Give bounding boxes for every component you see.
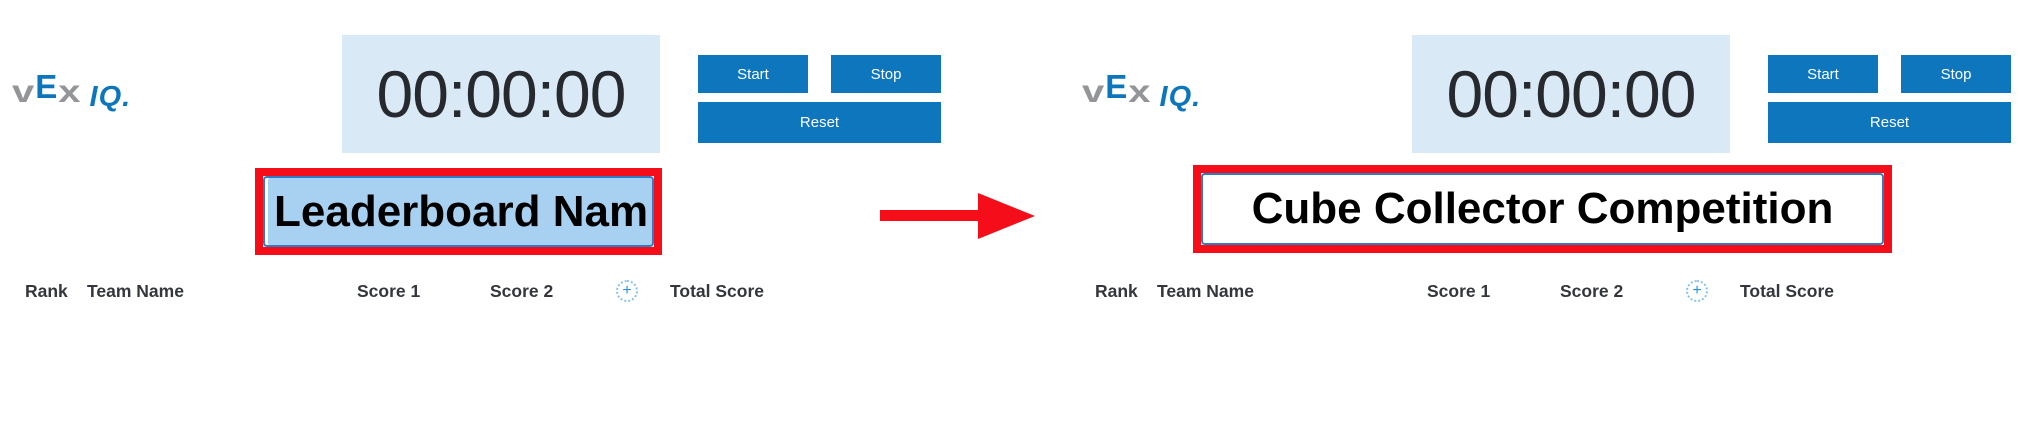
timer-value: 00:00:00 bbox=[1446, 57, 1697, 131]
plus-glyph: + bbox=[1692, 282, 1702, 299]
reset-button[interactable]: Reset bbox=[1768, 102, 2011, 143]
column-header-total-score: Total Score bbox=[670, 281, 765, 301]
leaderboard-name-input[interactable]: Cube Collector Competition bbox=[1201, 173, 1884, 245]
logo-letter-e: E bbox=[1105, 68, 1128, 105]
column-header-rank: Rank bbox=[1095, 281, 1138, 301]
column-header-team-name: Team Name bbox=[87, 281, 184, 301]
logo-letter-x: x bbox=[58, 74, 81, 110]
annotation-red-box: Leaderboard Nam bbox=[255, 168, 662, 255]
start-button[interactable]: Start bbox=[1768, 55, 1878, 93]
arrow-head-icon bbox=[978, 193, 1035, 239]
leaderboard-name-input[interactable]: Leaderboard Nam bbox=[263, 176, 654, 247]
reset-button[interactable]: Reset bbox=[698, 102, 941, 143]
logo-letter-x: x bbox=[1128, 74, 1151, 110]
plus-glyph: + bbox=[622, 282, 632, 299]
logo-letter-v: v bbox=[1082, 74, 1105, 110]
column-header-team-name: Team Name bbox=[1157, 281, 1254, 301]
timer-display: 00:00:00 bbox=[1412, 35, 1730, 153]
leaderboard-name-text: Cube Collector Competition bbox=[1251, 184, 1834, 233]
vex-iq-logo: v E x IQ. bbox=[12, 68, 132, 113]
logo-letter-v: v bbox=[12, 74, 35, 110]
leaderboard-name-text: Leaderboard Nam bbox=[274, 186, 649, 236]
column-header-score2: Score 2 bbox=[1560, 281, 1624, 301]
timer-display: 00:00:00 bbox=[342, 35, 660, 153]
logo-iq-text: IQ. bbox=[89, 81, 132, 113]
column-header-score1: Score 1 bbox=[357, 281, 421, 301]
column-header-score1: Score 1 bbox=[1427, 281, 1491, 301]
column-header-score2: Score 2 bbox=[490, 281, 554, 301]
arrow-shaft bbox=[880, 210, 980, 221]
add-score-column-icon[interactable]: + bbox=[1686, 280, 1708, 302]
timer-value: 00:00:00 bbox=[376, 57, 627, 131]
annotation-red-box: Cube Collector Competition bbox=[1193, 165, 1892, 253]
stop-button[interactable]: Stop bbox=[831, 55, 941, 93]
logo-letter-e: E bbox=[35, 68, 58, 105]
logo-iq-text: IQ. bbox=[1159, 81, 1202, 113]
add-score-column-icon[interactable]: + bbox=[616, 280, 638, 302]
column-header-rank: Rank bbox=[25, 281, 68, 301]
start-button[interactable]: Start bbox=[698, 55, 808, 93]
column-header-total-score: Total Score bbox=[1740, 281, 1835, 301]
stop-button[interactable]: Stop bbox=[1901, 55, 2011, 93]
vex-iq-logo: v E x IQ. bbox=[1082, 68, 1202, 113]
